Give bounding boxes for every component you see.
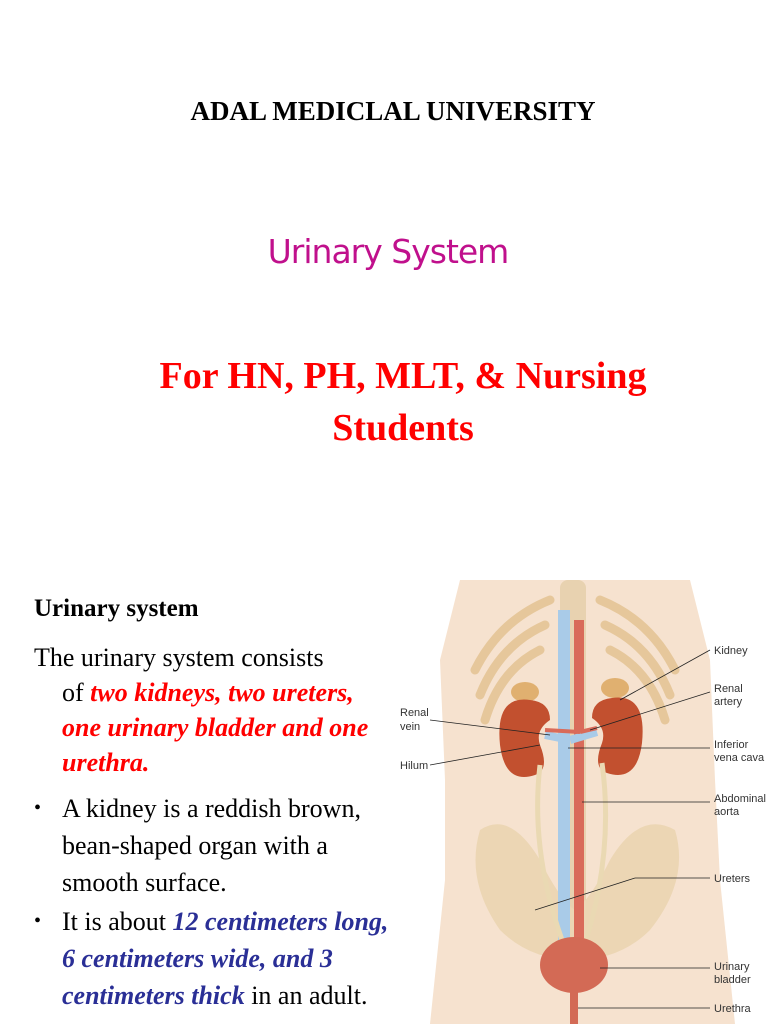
label-renal-vein-2: vein xyxy=(400,721,420,733)
ureter-right xyxy=(583,762,609,941)
kidney-right xyxy=(592,697,643,775)
urinary-bladder xyxy=(540,937,608,993)
label-renal-vein-1: Renal xyxy=(400,707,429,719)
adrenal-right xyxy=(601,678,629,698)
rib-cage xyxy=(470,595,680,725)
bullet-text: A kidney is a reddish brown, bean-shaped… xyxy=(62,794,361,897)
intro-paragraph: The urinary system consists of two kidne… xyxy=(34,640,394,780)
bullet-kidney-description: • A kidney is a reddish brown, bean-shap… xyxy=(34,790,394,901)
bullet-kidney-size: • It is about 12 centimeters long, 6 cen… xyxy=(34,903,394,1014)
ureter-left xyxy=(535,764,565,941)
label-hilum: Hilum xyxy=(400,760,428,772)
urethra xyxy=(570,990,578,1024)
label-renal-artery-2: artery xyxy=(714,696,743,708)
intro-of: of xyxy=(62,678,91,707)
intro-line: The urinary system consists xyxy=(34,643,324,672)
label-ivc-1: Inferior xyxy=(714,739,749,751)
bullet-dot-icon: • xyxy=(34,797,42,819)
label-ureters: Ureters xyxy=(714,873,751,885)
audience-title: For HN, PH, MLT, & Nursing Students xyxy=(159,355,647,449)
bullet-post: in an adult. xyxy=(244,981,368,1010)
bullet-highlight: 12 centimeters long, 6 centimeters wide,… xyxy=(62,907,389,1010)
intro-highlight: two kidneys, two ureters, one urinary bl… xyxy=(62,678,369,777)
bullet-dot-icon: • xyxy=(34,910,42,932)
kidney-left xyxy=(499,699,550,777)
bullet-text: It is about 12 centimeters long, 6 centi… xyxy=(34,903,394,1014)
label-bladder-1: Urinary xyxy=(714,961,750,973)
intro-continuation: of two kidneys, two ureters, one urinary… xyxy=(34,675,394,780)
label-aorta-2: aorta xyxy=(714,806,740,818)
bullet-pre: It is about xyxy=(62,907,173,936)
subject-title: Urinary System xyxy=(267,232,510,271)
label-aorta-1: Abdominal xyxy=(714,793,766,805)
label-renal-artery-1: Renal xyxy=(714,683,743,695)
label-bladder-2: bladder xyxy=(714,974,751,986)
pelvis xyxy=(475,824,680,960)
urinary-system-diagram: Kidney Renal artery Renal vein Hilum Inf… xyxy=(400,580,766,1024)
label-kidney: Kidney xyxy=(714,645,748,657)
adrenal-left xyxy=(511,682,539,702)
vena-cava xyxy=(558,610,570,950)
university-title: ADAL MEDICLAL UNIVERSITY xyxy=(190,96,596,126)
label-ivc-2: vena cava xyxy=(714,752,765,764)
section-heading: Urinary system xyxy=(34,595,199,622)
label-urethra: Urethra xyxy=(714,1003,752,1015)
aorta xyxy=(574,620,584,940)
